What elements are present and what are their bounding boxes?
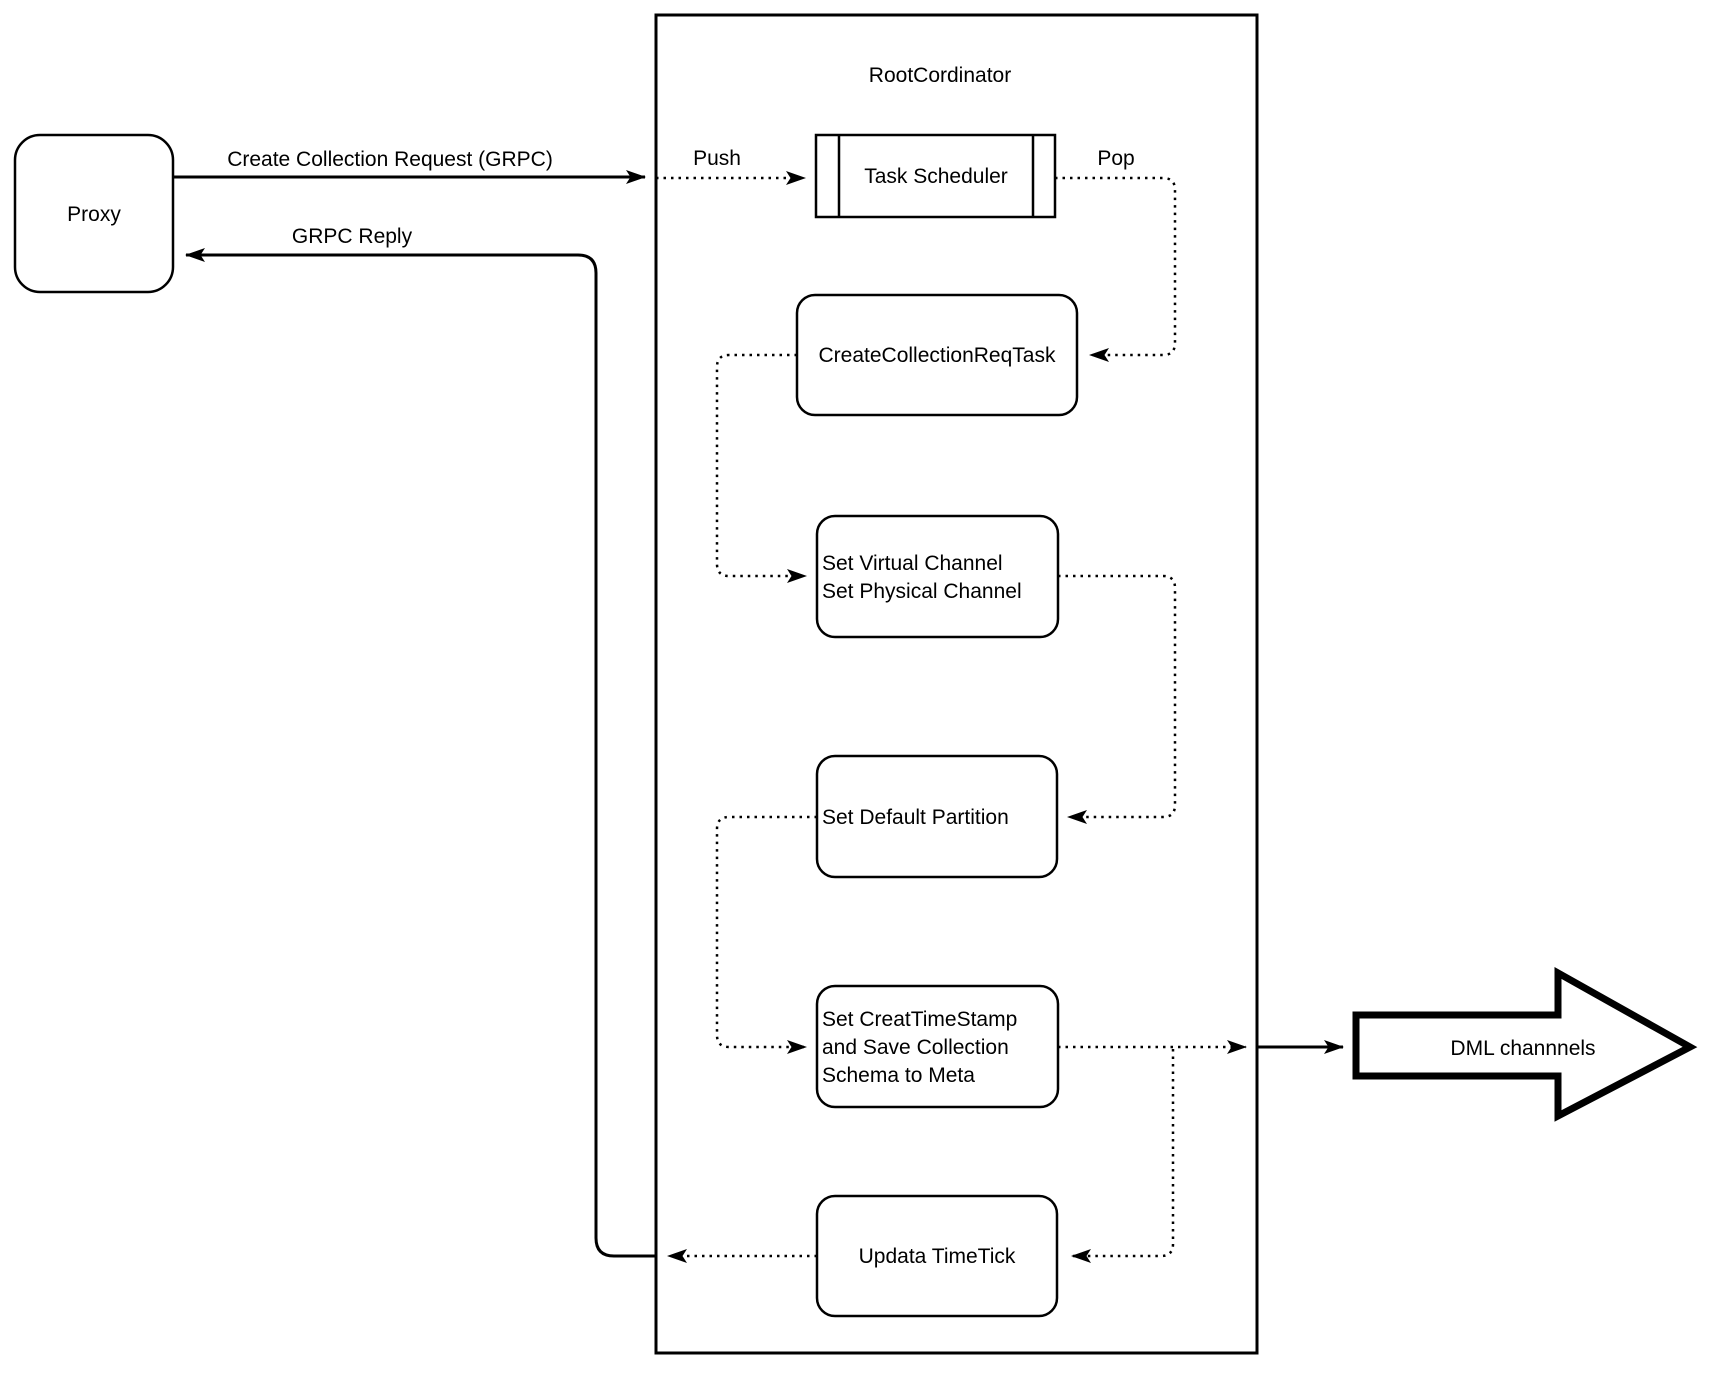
update-timetick-label: Updata TimeTick bbox=[859, 1245, 1016, 1268]
edge-timestamp-to-timetick bbox=[1071, 1049, 1175, 1263]
edge-setchannel-to-partition bbox=[1058, 574, 1177, 824]
reply-arrow bbox=[185, 248, 655, 1258]
task-scheduler-node bbox=[814, 133, 1057, 219]
create-collection-req-task-label: CreateCollectionReqTask bbox=[819, 344, 1056, 367]
push-label: Push bbox=[693, 147, 741, 170]
proxy-label: Proxy bbox=[67, 203, 121, 226]
set-channel-label-line1: Set Virtual Channel bbox=[822, 552, 1003, 575]
set-timestamp-label-line2: and Save Collection bbox=[822, 1036, 1009, 1059]
rootcoordinator-title: RootCordinator bbox=[869, 64, 1011, 87]
edge-partition-to-timestamp bbox=[715, 815, 817, 1054]
proxy-node bbox=[13, 133, 175, 294]
pop-label: Pop bbox=[1097, 147, 1134, 170]
dml-channels-label: DML channnels bbox=[1450, 1037, 1595, 1060]
edge-reqtask-to-setchannel bbox=[715, 353, 807, 583]
task-scheduler-label: Task Scheduler bbox=[864, 165, 1008, 188]
request-arrow-label: Create Collection Request (GRPC) bbox=[227, 148, 553, 171]
pop-edge bbox=[1055, 176, 1177, 362]
set-default-partition-label: Set Default Partition bbox=[822, 806, 1009, 829]
set-channel-label-line2: Set Physical Channel bbox=[822, 580, 1022, 603]
update-timetick-node bbox=[815, 1194, 1059, 1318]
set-timestamp-label-line1: Set CreatTimeStamp bbox=[822, 1008, 1017, 1031]
set-timestamp-label-line3: Schema to Meta bbox=[822, 1064, 975, 1087]
reply-arrow-label: GRPC Reply bbox=[292, 225, 413, 248]
set-channel-node bbox=[815, 514, 1060, 639]
rootcoordinator-container bbox=[654, 13, 1259, 1355]
dml-channels-arrow-shape bbox=[1352, 967, 1698, 1122]
